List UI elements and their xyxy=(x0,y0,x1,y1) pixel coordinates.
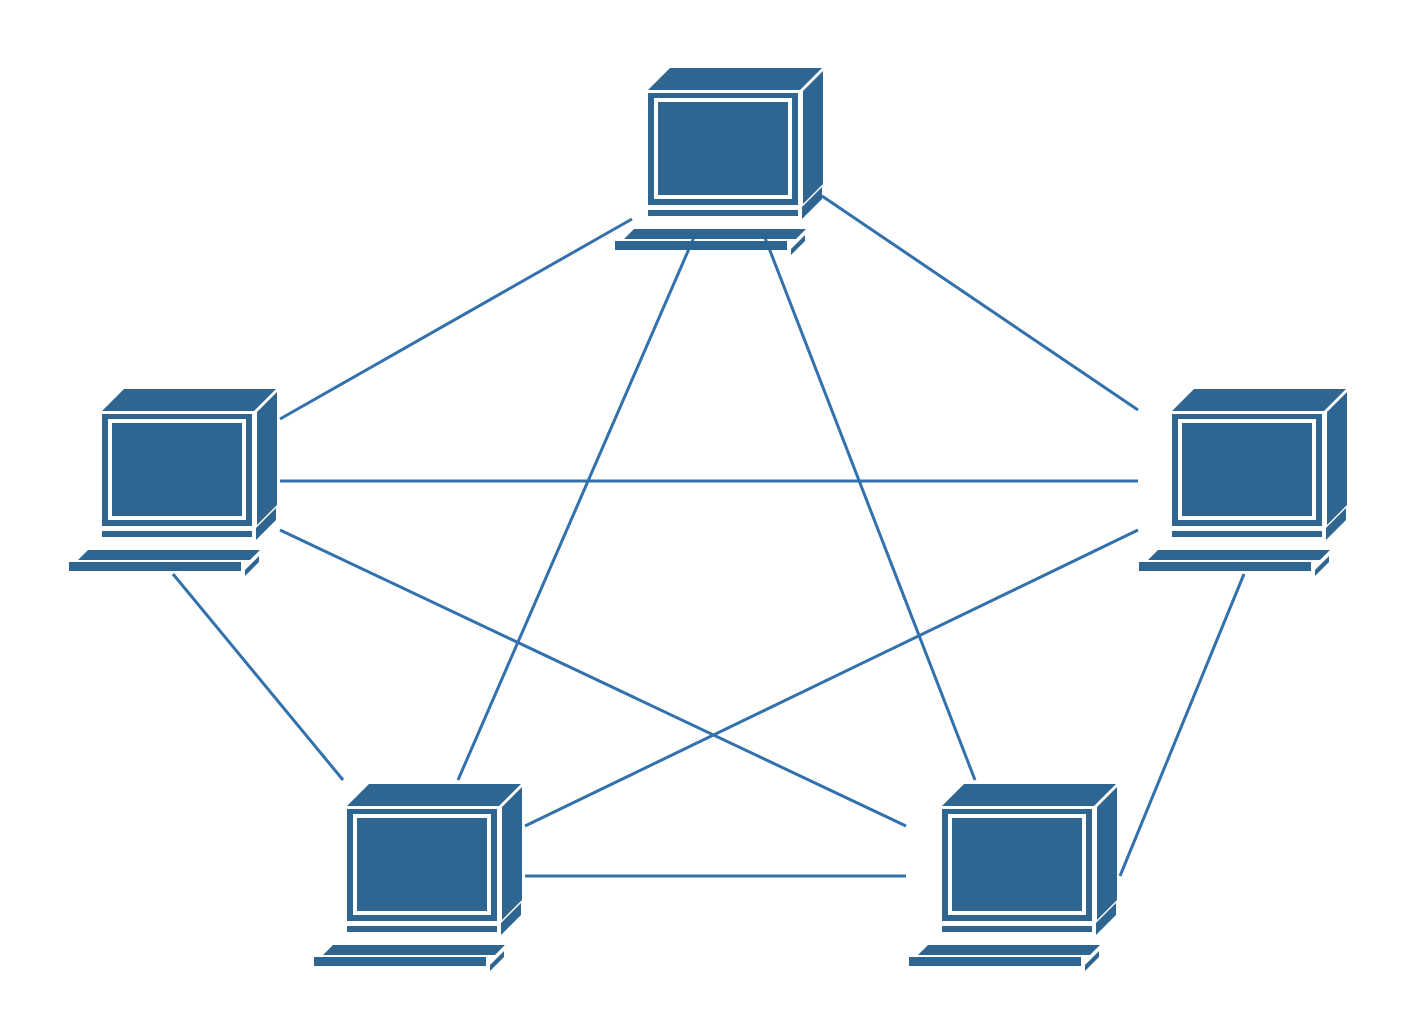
screen-frame xyxy=(353,814,491,915)
keyboard-front xyxy=(314,957,486,966)
monitor-base-side xyxy=(1096,903,1116,935)
screen-frame xyxy=(108,419,246,520)
link-left-bottom-left xyxy=(171,573,345,781)
computer-left-desktop-computer-icon xyxy=(69,389,277,576)
monitor-base xyxy=(1172,531,1322,537)
screen-frame xyxy=(654,98,792,199)
monitor-front xyxy=(648,93,798,205)
keyboard-front xyxy=(1139,562,1311,571)
keyboard-side xyxy=(791,235,805,255)
monitor-top xyxy=(102,389,276,411)
monitor-base-side xyxy=(1326,508,1346,540)
monitor-top xyxy=(1172,389,1346,411)
link-top-right xyxy=(821,194,1139,412)
keyboard-top xyxy=(918,945,1100,955)
link-top-left xyxy=(279,217,633,421)
keyboard-front xyxy=(69,562,241,571)
link-top-bottom-right xyxy=(760,229,977,781)
monitor-top xyxy=(942,784,1116,806)
monitor-base-side xyxy=(501,903,521,935)
computer-bottom-left-desktop-computer-icon xyxy=(314,784,522,971)
monitor-base xyxy=(347,926,497,932)
keyboard-top xyxy=(323,945,505,955)
monitor-front xyxy=(102,414,252,526)
keyboard-side xyxy=(245,556,259,576)
computer-bottom-right-desktop-computer-icon xyxy=(909,784,1117,971)
link-left-bottom-right xyxy=(279,528,907,828)
monitor-side xyxy=(257,392,277,525)
screen-frame xyxy=(1178,419,1316,520)
keyboard-side xyxy=(1085,951,1099,971)
link-top-bottom-left xyxy=(456,234,697,781)
network-nodes xyxy=(69,68,1347,971)
keyboard-side xyxy=(1315,556,1329,576)
monitor-top xyxy=(347,784,521,806)
keyboard-front xyxy=(909,957,1081,966)
keyboard-front xyxy=(615,241,787,250)
monitor-front xyxy=(942,809,1092,921)
monitor-side xyxy=(1327,392,1347,525)
computer-right-desktop-computer-icon xyxy=(1139,389,1347,576)
monitor-base xyxy=(102,531,252,537)
monitor-side xyxy=(803,71,823,204)
monitor-base xyxy=(942,926,1092,932)
network-links xyxy=(171,194,1246,878)
keyboard-top xyxy=(1148,550,1330,560)
computer-top-desktop-computer-icon xyxy=(615,68,823,255)
monitor-top xyxy=(648,68,822,90)
keyboard-side xyxy=(490,951,504,971)
keyboard-top xyxy=(624,229,806,239)
monitor-side xyxy=(502,787,522,920)
screen-frame xyxy=(948,814,1086,915)
monitor-front xyxy=(1172,414,1322,526)
monitor-front xyxy=(347,809,497,921)
monitor-base xyxy=(648,210,798,216)
link-right-bottom-right xyxy=(1118,573,1246,877)
link-right-bottom-left xyxy=(524,528,1139,828)
monitor-base-side xyxy=(802,187,822,219)
monitor-base-side xyxy=(256,508,276,540)
keyboard-top xyxy=(78,550,260,560)
monitor-side xyxy=(1097,787,1117,920)
